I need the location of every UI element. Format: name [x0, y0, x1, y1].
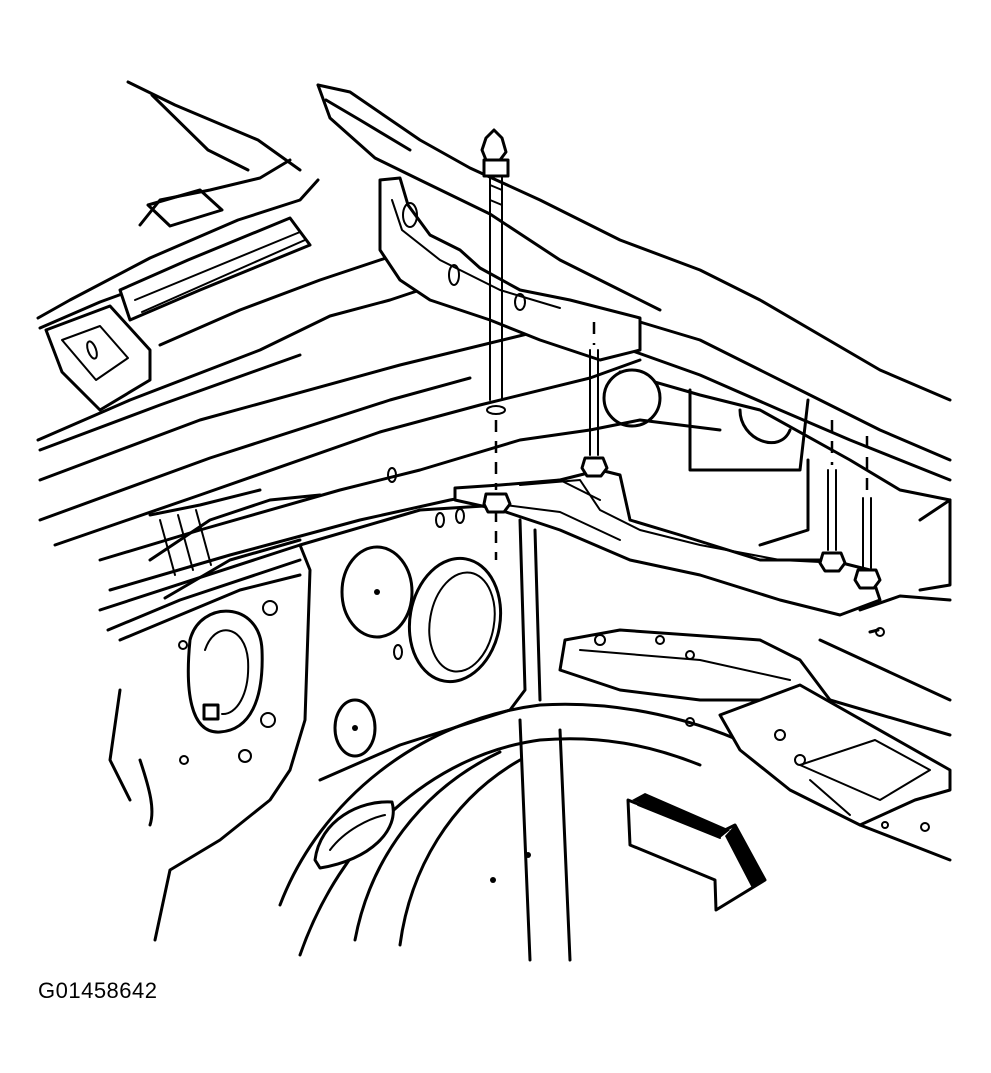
- hex-nut: [482, 456, 882, 590]
- mounting-bracket: [453, 468, 952, 634]
- lower-rail-extension: [558, 627, 952, 862]
- upper-frame-rail: [36, 80, 642, 547]
- fasteners: [480, 128, 882, 590]
- direction-arrow-icon: [626, 793, 767, 912]
- hex-bolt: [480, 128, 510, 415]
- inner-panel: [98, 467, 542, 942]
- stud: [589, 349, 872, 569]
- wheelhouse: [278, 702, 762, 962]
- upper-right-panel: [316, 83, 952, 592]
- figure-id: G01458642: [38, 978, 158, 1003]
